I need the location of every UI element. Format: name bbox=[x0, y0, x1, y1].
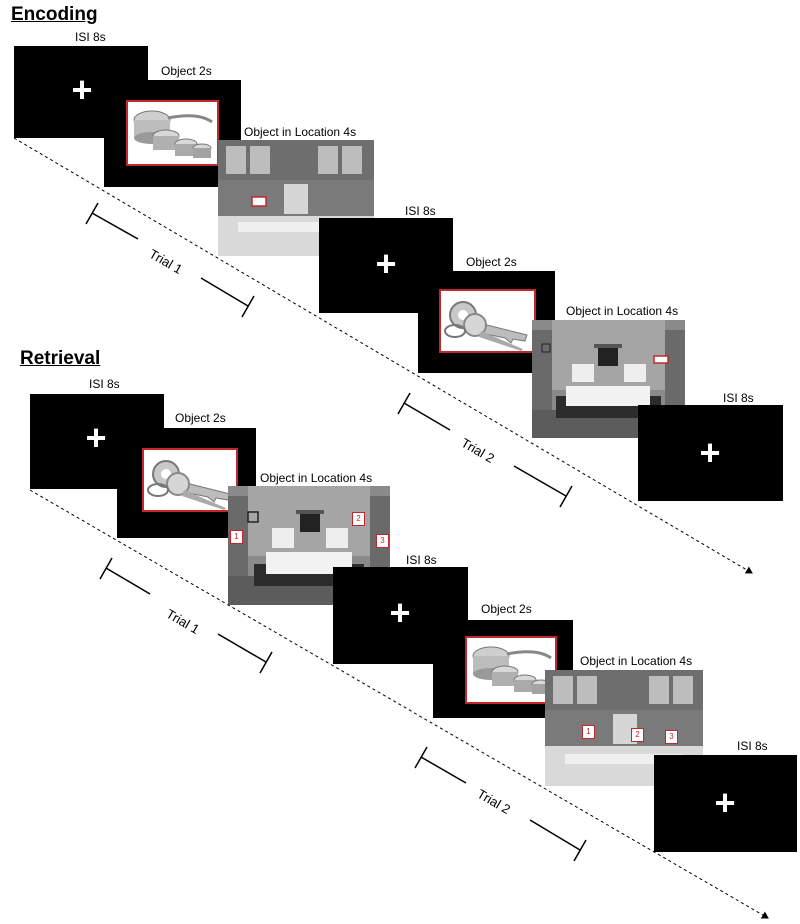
enc-final-isi-frame: + bbox=[638, 405, 783, 501]
ret-t2-object-label: Object 2s bbox=[481, 602, 532, 616]
choice-marker-2: 2 bbox=[631, 728, 644, 742]
retrieval-heading: Retrieval bbox=[20, 348, 101, 369]
ret-final-isi-frame: + bbox=[654, 755, 797, 852]
enc-t2-isi-label: ISI 8s bbox=[405, 204, 436, 218]
encoding-timeline-arrow-icon bbox=[13, 137, 753, 574]
choice-marker-2: 2 bbox=[352, 512, 365, 526]
retrieval-trial2-bracket bbox=[414, 746, 587, 862]
ret-t1-object-label: Object 2s bbox=[175, 411, 226, 425]
keys-image bbox=[142, 448, 238, 512]
kitchen-scene-image bbox=[218, 140, 374, 256]
encoding-trial1-bracket bbox=[85, 202, 255, 318]
fixation-cross-icon: + bbox=[389, 592, 411, 633]
keys-image bbox=[439, 289, 536, 353]
enc-final-isi-label: ISI 8s bbox=[723, 391, 754, 405]
measuring-cups-image bbox=[126, 100, 219, 166]
ret-t1-isi-label: ISI 8s bbox=[89, 377, 120, 391]
enc-t2-location-label: Object in Location 4s bbox=[566, 304, 679, 318]
enc-t2-object-label: Object 2s bbox=[466, 255, 517, 269]
fixation-cross-icon: + bbox=[714, 782, 736, 823]
encoding-heading: Encoding bbox=[11, 4, 98, 25]
retrieval-trial1-bracket bbox=[99, 557, 273, 674]
retrieval-timeline-arrow-icon bbox=[29, 489, 769, 919]
ret-t2-isi-label: ISI 8s bbox=[406, 553, 437, 567]
choice-marker-3: 3 bbox=[376, 534, 389, 548]
choice-marker-1: 1 bbox=[230, 530, 243, 544]
ret-t1-location-label: Object in Location 4s bbox=[260, 471, 373, 485]
fixation-cross-icon: + bbox=[71, 69, 93, 110]
enc-t1-location-label: Object in Location 4s bbox=[244, 125, 357, 139]
ret-t2-location-label: Object in Location 4s bbox=[580, 654, 693, 668]
encoding-trial2-bracket bbox=[397, 392, 573, 508]
ret-final-isi-label: ISI 8s bbox=[737, 739, 768, 753]
fixation-cross-icon: + bbox=[699, 432, 721, 473]
fixation-cross-icon: + bbox=[85, 417, 107, 458]
choice-marker-3: 3 bbox=[665, 730, 678, 744]
enc-t1-object-label: Object 2s bbox=[161, 64, 212, 78]
measuring-cups-image bbox=[465, 636, 557, 704]
fixation-cross-icon: + bbox=[375, 243, 397, 284]
enc-t1-isi-label: ISI 8s bbox=[75, 30, 106, 44]
choice-marker-1: 1 bbox=[582, 725, 595, 739]
